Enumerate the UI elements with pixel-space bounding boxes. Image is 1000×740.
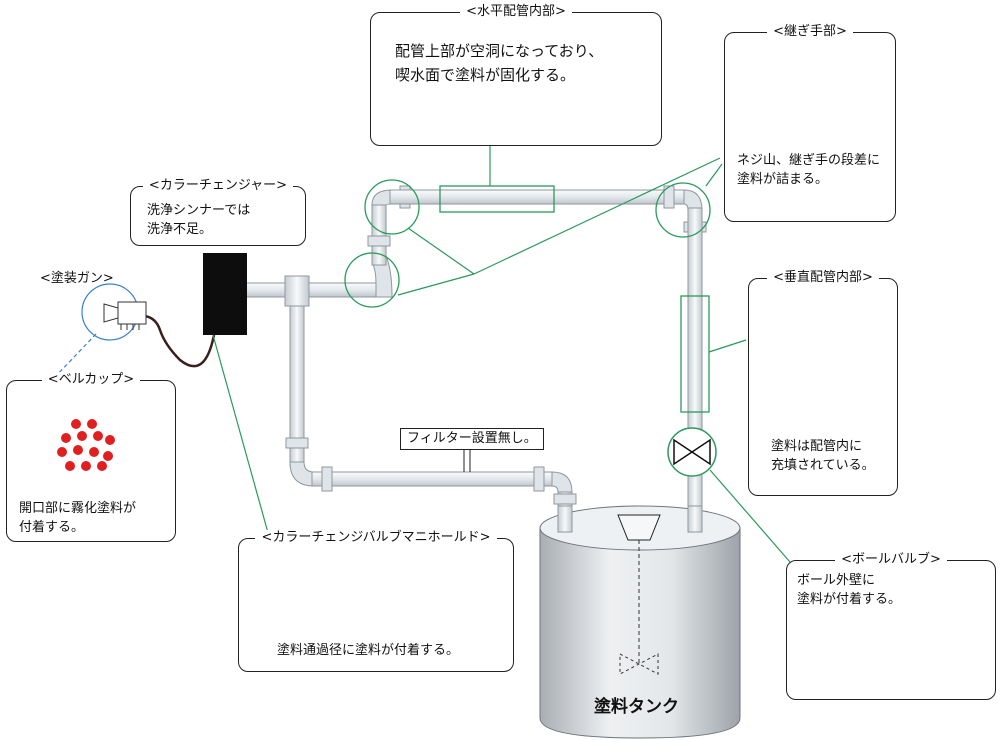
- callout-horizontal-pipe: <水平配管内部> 配管上部が空洞になっており、 喫水面で塗料が固化する。: [370, 4, 662, 146]
- callout-title: <水平配管内部>: [460, 4, 572, 19]
- callout-text: ボール外壁に 塗料が付着する。: [797, 573, 902, 607]
- callout-title: <カラーチェンジャー>: [142, 178, 294, 193]
- bell-cup-icon: [103, 303, 119, 323]
- vertical-supply-pipe: [687, 207, 703, 535]
- filter-label: フィルター設置無し。: [400, 428, 544, 450]
- paint-tank-body: [539, 527, 741, 739]
- callout-text: 塗料は配管内に 充填されている。: [771, 439, 875, 473]
- callout-title: <ボールバルブ>: [835, 552, 947, 567]
- callout-text: ネジ山、継ぎ手の段差に 塗料が詰まる。: [737, 153, 881, 187]
- callout-vertical-pipe: <垂直配管内部> 塗料は配管内に 充填されている。: [748, 270, 898, 496]
- callout-color-changer: <カラーチェンジャー> 洗浄シンナーでは 洗浄不足。: [130, 178, 306, 246]
- callout-text: 塗料通過径に塗料が付着する。: [277, 643, 460, 658]
- callout-text: 洗浄シンナーでは 洗浄不足。: [147, 203, 251, 237]
- agitator-motor: [617, 514, 661, 541]
- vertical-pipe-highlight: [680, 295, 710, 413]
- elbow-highlight-lower-left: [344, 252, 400, 308]
- callout-bell-cup: <ベルカップ> 開口部に霧化塗料が 付着する。: [6, 372, 176, 542]
- horizontal-pipe-highlight: [439, 185, 555, 213]
- callout-ball-valve: <ボールバルブ> ボール外壁に 塗料が付着する。: [786, 552, 996, 700]
- callout-text: 開口部に霧化塗料が 付着する。: [19, 501, 137, 535]
- return-pipe-horizontal: [311, 471, 553, 487]
- leader-lines: [212, 142, 791, 563]
- callout-title: <ベルカップ>: [41, 372, 141, 387]
- tee-fitting: [284, 275, 310, 307]
- callout-text: 配管上部が空洞になっており、 喫水面で塗料が固化する。: [395, 42, 604, 84]
- manifold-pipe: [245, 282, 379, 298]
- color-changer-block: [203, 253, 247, 335]
- spray-gun-title: <塗装ガン>: [40, 271, 114, 286]
- gun-hose: [144, 314, 216, 368]
- horizontal-top-pipe: [389, 189, 687, 205]
- callout-manifold: <カラーチェンジバルブマニホールド> 塗料通過径に塗料が付着する。: [238, 530, 514, 672]
- bell-cup-dashed-leader: [53, 333, 97, 379]
- callout-title: <カラーチェンジバルブマニホールド>: [255, 530, 497, 545]
- ball-valve-symbol: [673, 438, 711, 466]
- callout-title: <継ぎ手部>: [767, 24, 853, 39]
- elbow-highlight-top-right: [655, 182, 711, 238]
- spray-gun-body: [117, 301, 147, 325]
- elbow-highlight-top-left: [364, 179, 420, 235]
- agitator-impeller: [619, 653, 659, 675]
- paint-tank-label: 塗料タンク: [594, 697, 679, 717]
- bottom-left-elbow: [289, 461, 315, 487]
- callout-joint: <継ぎ手部> ネジ山、継ぎ手の段差に 塗料が詰まる。: [724, 24, 896, 222]
- callout-title: <垂直配管内部>: [767, 270, 879, 285]
